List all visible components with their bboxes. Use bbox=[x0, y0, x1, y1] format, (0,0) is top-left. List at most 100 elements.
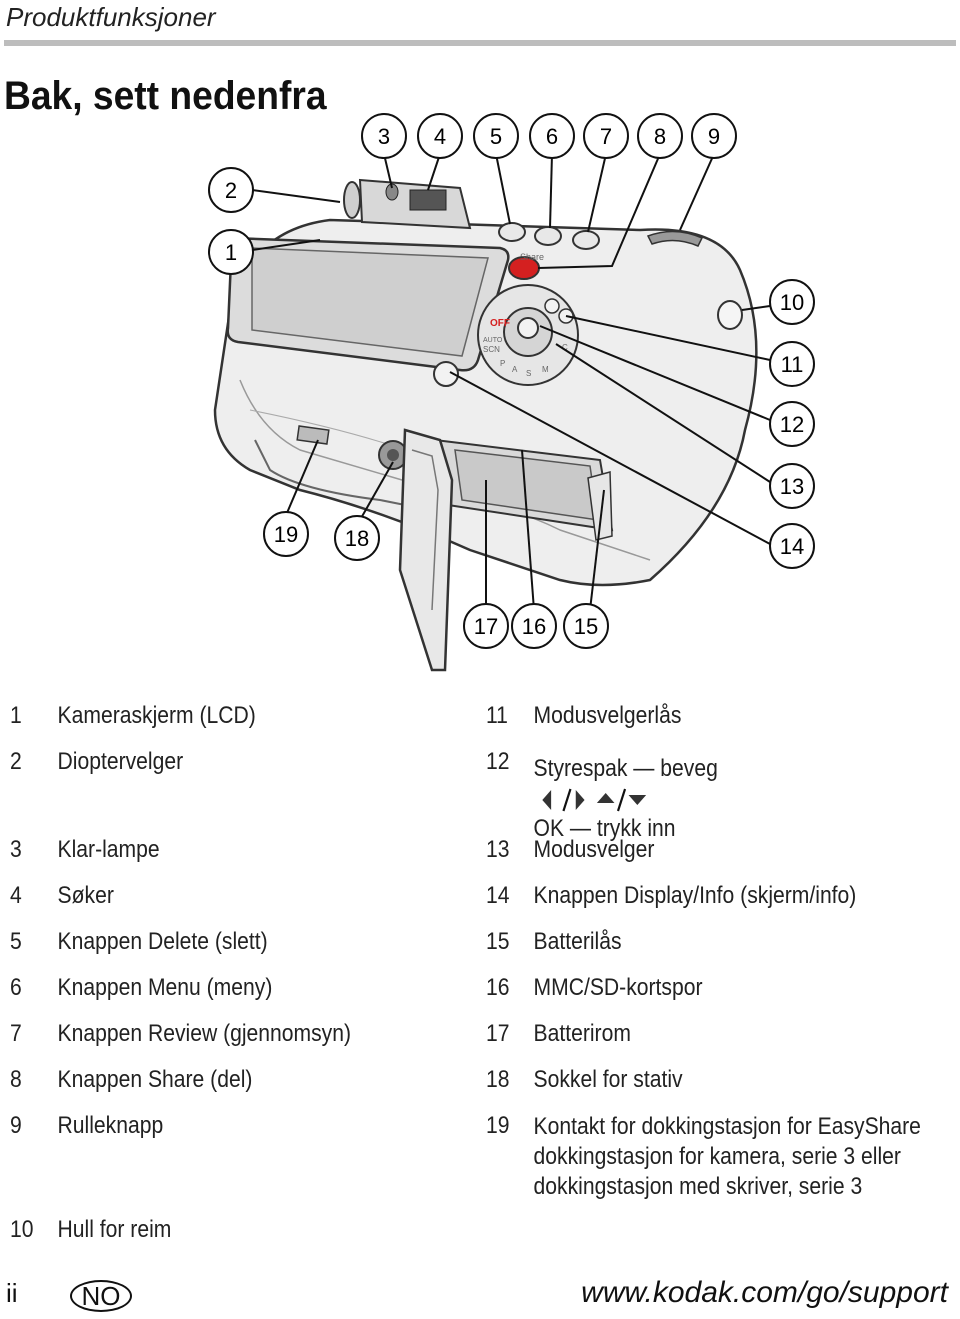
legend-text: Rulleknapp bbox=[57, 1112, 164, 1139]
callout-12-label: 12 bbox=[780, 412, 804, 437]
callout-11-label: 11 bbox=[781, 352, 804, 377]
legend-num: 4 bbox=[10, 882, 22, 909]
callout-6-label: 6 bbox=[546, 124, 558, 149]
callout-8: 8 bbox=[637, 113, 683, 159]
language-badge: NO bbox=[70, 1280, 132, 1312]
callout-15-label: 15 bbox=[574, 614, 598, 639]
mode-dial: OFF AUTO SCN P A S M C bbox=[477, 284, 579, 386]
callout-7-label: 7 bbox=[600, 124, 612, 149]
mode-letter: P bbox=[500, 359, 505, 368]
legend-text: Knappen Delete (slett) bbox=[57, 928, 268, 955]
callout-3-label: 3 bbox=[378, 124, 390, 149]
off-label: OFF bbox=[490, 318, 510, 329]
legend-item: 5 Knappen Delete (slett) bbox=[10, 928, 268, 956]
legend-num: 1 bbox=[10, 702, 22, 729]
callouts: 1 2 3 4 5 6 7 8 9 10 11 12 13 14 15 16 1… bbox=[208, 113, 815, 649]
legend-num: 14 bbox=[486, 882, 510, 909]
callout-18-label: 18 bbox=[345, 526, 369, 551]
header-rule bbox=[4, 40, 956, 46]
callout-9-label: 9 bbox=[708, 124, 720, 149]
callout-19: 19 bbox=[263, 511, 309, 557]
legend-text: Batterilås bbox=[533, 928, 622, 955]
callout-19-label: 19 bbox=[274, 522, 298, 547]
legend-num: 3 bbox=[10, 836, 22, 863]
display-info-button bbox=[433, 361, 459, 387]
legend-num: 2 bbox=[10, 748, 22, 775]
callout-14-label: 14 bbox=[780, 534, 804, 559]
leader-lines bbox=[251, 153, 771, 611]
callout-16-label: 16 bbox=[522, 614, 546, 639]
bottom-ports bbox=[296, 425, 408, 470]
callout-4: 4 bbox=[417, 113, 463, 159]
mode-letter: M bbox=[542, 365, 549, 374]
legend-num: 7 bbox=[10, 1020, 22, 1047]
callout-5: 5 bbox=[473, 113, 519, 159]
legend-num: 11 bbox=[486, 702, 508, 729]
callout-10: 10 bbox=[769, 279, 815, 325]
top-buttons: Share bbox=[498, 222, 600, 280]
legend-num: 5 bbox=[10, 928, 22, 955]
callout-11: 11 bbox=[769, 341, 815, 387]
callout-8-label: 8 bbox=[654, 124, 666, 149]
callout-18: 18 bbox=[334, 515, 380, 561]
scroll-wheel bbox=[646, 230, 743, 330]
legend-text: Styrespak — beveg bbox=[533, 755, 718, 782]
battery-door bbox=[398, 428, 454, 672]
callout-1: 1 bbox=[208, 229, 254, 275]
legend-item: 9 Rulleknapp bbox=[10, 1112, 163, 1140]
legend-text: Hull for reim bbox=[57, 1216, 172, 1243]
legend-item: 18 Sokkel for stativ bbox=[486, 1066, 683, 1094]
legend-text: Knappen Review (gjennomsyn) bbox=[57, 1020, 352, 1047]
mode-letter: C bbox=[562, 343, 568, 352]
callout-10-label: 10 bbox=[780, 290, 804, 315]
share-label: Share bbox=[520, 252, 544, 262]
callout-1-label: 1 bbox=[225, 240, 237, 265]
scn-label: SCN bbox=[483, 345, 500, 354]
joystick-arrows-icon bbox=[542, 788, 647, 812]
support-url: www.kodak.com/go/support bbox=[581, 1276, 948, 1309]
legend-num: 17 bbox=[486, 1020, 510, 1047]
legend-item: 2 Dioptervelger bbox=[10, 748, 183, 776]
legend-num: 16 bbox=[486, 974, 510, 1001]
legend-num: 9 bbox=[10, 1112, 22, 1139]
legend-item: 15 Batterilås bbox=[486, 928, 622, 956]
legend-text: Knappen Share (del) bbox=[57, 1066, 253, 1093]
legend-num: 6 bbox=[10, 974, 22, 1001]
legend-text: dokkingstasjon med skriver, serie 3 bbox=[533, 1173, 863, 1200]
legend-num: 18 bbox=[486, 1066, 510, 1093]
legend-text: Dioptervelger bbox=[57, 748, 184, 775]
mode-letter: A bbox=[512, 365, 518, 374]
callout-2: 2 bbox=[208, 167, 254, 213]
callout-4-label: 4 bbox=[434, 124, 446, 149]
callout-13: 13 bbox=[769, 463, 815, 509]
viewfinder bbox=[343, 178, 472, 230]
legend-num: 19 bbox=[486, 1112, 510, 1139]
legend-text: Kameraskjerm (LCD) bbox=[57, 702, 256, 729]
callout-13-label: 13 bbox=[780, 474, 804, 499]
callout-12: 12 bbox=[769, 401, 815, 447]
legend-num: 15 bbox=[486, 928, 510, 955]
legend-text: Søker bbox=[57, 882, 114, 909]
camera-back-illustration: Share OFF AUTO SCN P A S M C bbox=[208, 113, 815, 672]
legend-text: Modusvelger bbox=[533, 836, 655, 863]
callout-16: 16 bbox=[511, 603, 557, 649]
legend-num: 12 bbox=[486, 748, 510, 775]
legend-text: Knappen Menu (meny) bbox=[57, 974, 273, 1001]
callout-17-label: 17 bbox=[474, 614, 498, 639]
auto-label: AUTO bbox=[483, 337, 503, 344]
callout-5-label: 5 bbox=[490, 124, 502, 149]
lcd-screen bbox=[226, 236, 510, 372]
legend-item: 12 Styrespak — beveg OK — trykk inn bbox=[486, 748, 718, 844]
legend-text: Sokkel for stativ bbox=[533, 1066, 683, 1093]
mode-letter: S bbox=[526, 369, 531, 378]
legend-item: 1 Kameraskjerm (LCD) bbox=[10, 702, 256, 730]
